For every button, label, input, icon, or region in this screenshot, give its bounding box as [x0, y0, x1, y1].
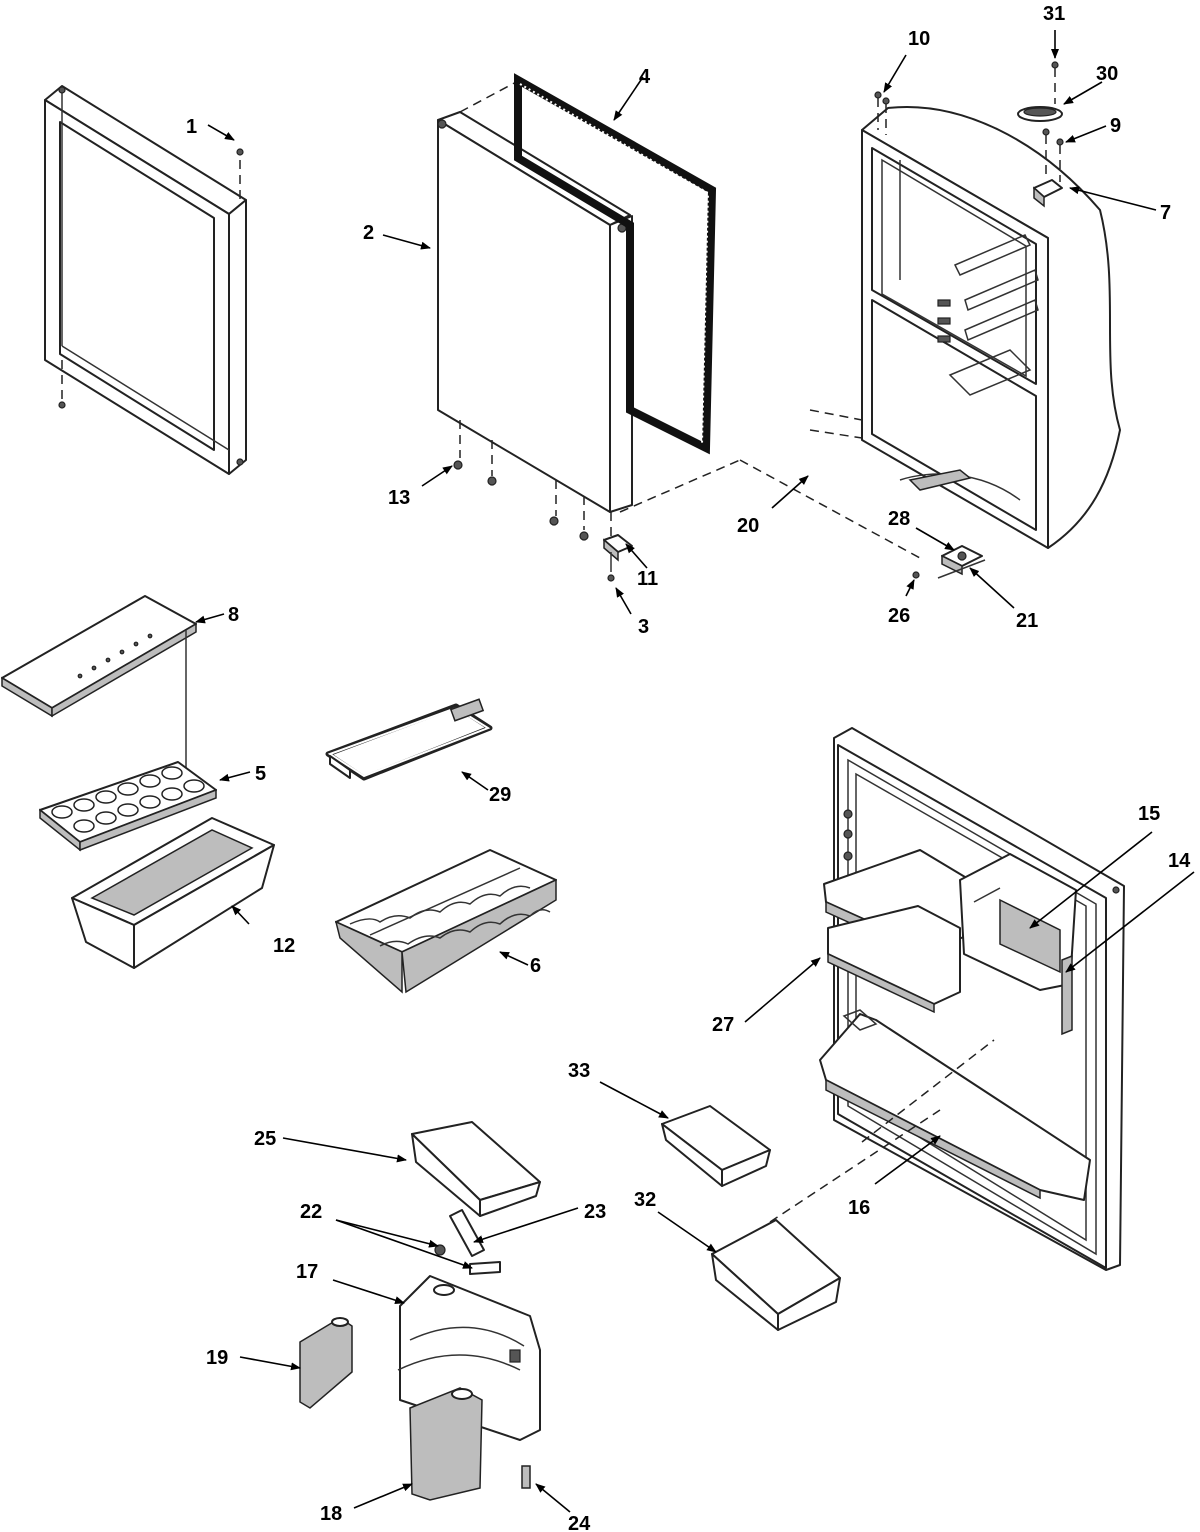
dispenser-cover-part — [299, 1317, 353, 1409]
cabinet-lower-hinge-part — [912, 545, 986, 579]
door-bin-part — [711, 1219, 841, 1331]
dispenser-chute-part — [409, 1387, 483, 1501]
callout-8: 8 — [228, 604, 239, 626]
callout-11: 11 — [637, 568, 658, 590]
can-rack-part — [334, 849, 557, 994]
door-bin-upper-part — [823, 849, 971, 1014]
egg-tray-part — [39, 761, 217, 852]
door-trim-strip-part — [1061, 954, 1073, 1036]
callout-7: 7 — [1160, 202, 1171, 224]
callout-1: 1 — [186, 116, 197, 138]
callout-20: 20 — [737, 515, 759, 537]
callout-30: 30 — [1096, 63, 1118, 85]
callout-10: 10 — [908, 28, 930, 50]
callout-3: 3 — [638, 616, 649, 638]
callout-5: 5 — [255, 763, 266, 785]
fresh-food-door-part — [437, 79, 921, 559]
callout-25: 25 — [254, 1128, 276, 1150]
callout-29: 29 — [489, 784, 511, 806]
leader-lines — [195, 30, 1195, 1513]
callout-27: 27 — [712, 1014, 734, 1036]
ice-bin-part — [411, 1121, 541, 1217]
callout-6: 6 — [530, 955, 541, 977]
callout-labels: 1 2 3 4 5 6 7 8 9 10 11 12 13 14 15 16 1… — [186, 3, 1191, 1532]
refrigerator-cabinet-part — [809, 106, 1121, 549]
callout-4: 4 — [639, 66, 651, 88]
callout-22: 22 — [300, 1201, 322, 1223]
callout-28: 28 — [888, 508, 910, 530]
crisper-drawer-part — [71, 817, 275, 969]
callout-19: 19 — [206, 1347, 228, 1369]
small-clip-part — [521, 1465, 531, 1489]
top-hinge-part — [874, 61, 1064, 208]
callout-24: 24 — [568, 1513, 591, 1532]
callout-26: 26 — [888, 605, 910, 627]
crisper-cover-part — [1, 595, 197, 775]
callout-18: 18 — [320, 1503, 342, 1525]
callout-13: 13 — [388, 487, 410, 509]
callout-21: 21 — [1016, 610, 1038, 632]
shelf-frame-part — [325, 698, 493, 781]
callout-12: 12 — [273, 935, 295, 957]
callout-31: 31 — [1043, 3, 1065, 25]
small-door-bin-part — [661, 1105, 771, 1187]
door-frame-part — [44, 85, 247, 475]
callout-17: 17 — [296, 1261, 318, 1283]
callout-14: 14 — [1168, 850, 1191, 872]
screw-and-lever-part — [434, 1209, 501, 1275]
callout-16: 16 — [848, 1197, 870, 1219]
callout-9: 9 — [1110, 115, 1121, 137]
callout-32: 32 — [634, 1189, 656, 1211]
door-gasket-part — [514, 73, 717, 455]
callout-33: 33 — [568, 1060, 590, 1082]
callout-15: 15 — [1138, 803, 1160, 825]
callout-23: 23 — [584, 1201, 606, 1223]
callout-2: 2 — [363, 222, 374, 244]
